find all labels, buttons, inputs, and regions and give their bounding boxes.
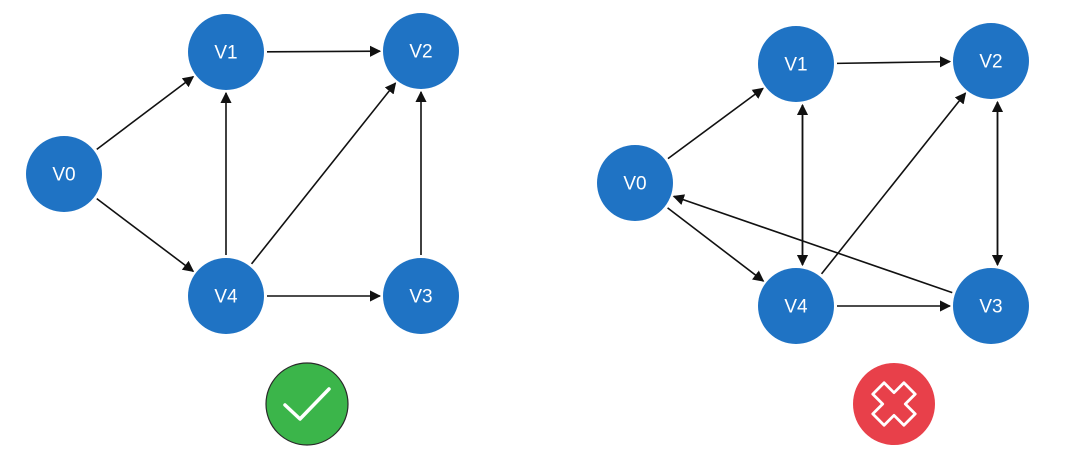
node-v0: V0 <box>26 136 102 212</box>
node-circle <box>26 136 102 212</box>
node-v0: V0 <box>597 145 673 221</box>
node-label: V3 <box>979 297 1002 318</box>
node-v4: V4 <box>188 258 264 334</box>
edge-v4-to-v2 <box>250 82 397 265</box>
node-circle <box>953 268 1029 344</box>
node-circle <box>383 258 459 334</box>
edge-v0-to-v1 <box>667 87 764 160</box>
node-label: V4 <box>214 287 238 308</box>
node-label: V1 <box>784 55 807 76</box>
node-label: V3 <box>409 287 432 308</box>
edge-v3-to-v0 <box>672 194 953 294</box>
edge-v1-to-v2 <box>836 56 952 68</box>
node-v1: V1 <box>758 26 834 102</box>
node-v4: V4 <box>758 268 834 344</box>
node-label: V4 <box>784 297 808 318</box>
node-v2: V2 <box>953 23 1029 99</box>
edge-v1-to-v2 <box>266 45 382 57</box>
node-label: V2 <box>979 52 1002 73</box>
node-label: V2 <box>409 42 432 63</box>
valid-badge <box>265 362 349 446</box>
node-label: V1 <box>214 43 237 64</box>
node-circle <box>188 258 264 334</box>
invalid-badge <box>853 363 935 445</box>
edge-v0-to-v4 <box>96 198 195 273</box>
node-v2: V2 <box>383 13 459 89</box>
node-circle <box>953 23 1029 99</box>
node-v3: V3 <box>953 268 1029 344</box>
edge-v0-to-v1 <box>96 75 195 150</box>
node-circle <box>597 145 673 221</box>
edge-v0-to-v4 <box>667 207 765 282</box>
node-v1: V1 <box>188 14 264 90</box>
node-circle <box>188 14 264 90</box>
node-circle <box>758 26 834 102</box>
node-circle <box>758 268 834 344</box>
check-icon <box>283 387 331 421</box>
node-label: V0 <box>623 174 646 195</box>
cross-icon <box>871 381 917 427</box>
node-v3: V3 <box>383 258 459 334</box>
node-circle <box>383 13 459 89</box>
node-label: V0 <box>52 165 75 186</box>
edge-v4-to-v2 <box>820 92 967 275</box>
